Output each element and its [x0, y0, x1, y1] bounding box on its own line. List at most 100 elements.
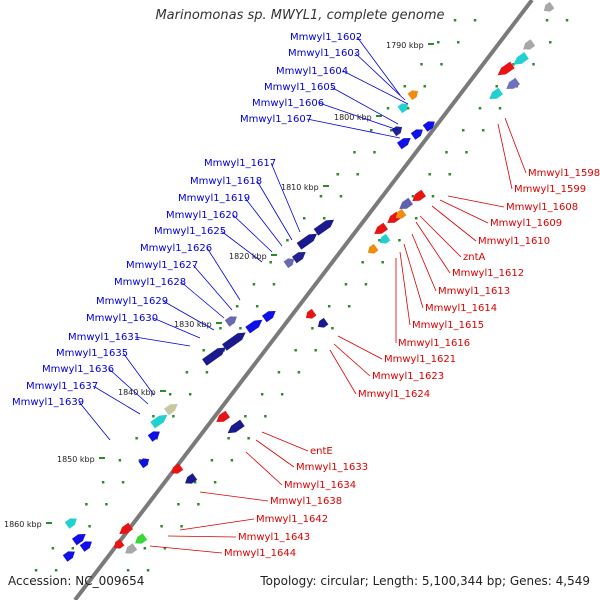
- track-tick: [51, 547, 55, 550]
- forward-gene-leader-line: [152, 317, 201, 339]
- reverse-gene-leader-line: [179, 518, 255, 531]
- forward-gene-label: Mmwyl1_1630: [86, 313, 158, 324]
- reverse-gene-leader-line: [403, 243, 424, 309]
- reverse-gene-arrow: [513, 52, 529, 65]
- forward-gene-arrow: [391, 126, 403, 137]
- track-tick: [414, 217, 418, 220]
- track-tick: [364, 283, 368, 286]
- reverse-gene-leader-line: [497, 123, 513, 190]
- track-tick: [121, 481, 125, 484]
- forward-gene-label: Mmwyl1_1639: [12, 397, 84, 408]
- track-tick: [322, 217, 326, 220]
- reverse-gene-label: Mmwyl1_1610: [478, 236, 550, 247]
- kbp-marker: [428, 43, 434, 45]
- forward-gene-leader-line: [330, 86, 399, 125]
- reverse-gene-arrow: [374, 222, 388, 234]
- forward-gene-label: Mmwyl1_1636: [42, 364, 114, 375]
- track-tick: [423, 85, 426, 88]
- forward-gene-label: Mmwyl1_1617: [204, 158, 276, 169]
- forward-gene-label: Mmwyl1_1635: [56, 348, 128, 359]
- forward-gene-arrow: [62, 551, 75, 562]
- track-tick: [373, 151, 376, 154]
- track-tick: [168, 393, 172, 396]
- track-tick: [230, 459, 234, 462]
- track-tick: [302, 217, 306, 220]
- forward-gene-arrow: [422, 121, 435, 132]
- track-tick: [512, 63, 515, 66]
- track-tick: [280, 393, 284, 396]
- kbp-marker: [376, 115, 382, 117]
- forward-gene-label: Mmwyl1_1618: [190, 176, 262, 187]
- track-tick: [197, 503, 200, 506]
- track-tick: [101, 481, 105, 484]
- track-tick: [85, 503, 88, 506]
- track-tick: [71, 547, 75, 550]
- track-tick: [247, 437, 250, 440]
- forward-gene-label: Mmwyl1_1602: [290, 32, 362, 43]
- backbone-line: [73, 0, 534, 600]
- track-tick: [353, 151, 356, 154]
- forward-gene-arrow: [222, 332, 246, 351]
- reverse-gene-label: Mmwyl1_1642: [256, 514, 328, 525]
- reverse-gene-arrow: [523, 39, 536, 50]
- reverse-gene-label: Mmwyl1_1598: [528, 168, 600, 179]
- forward-gene-leader-line: [307, 118, 401, 139]
- reverse-gene-label: Mmwyl1_1609: [490, 218, 562, 229]
- track-tick: [495, 85, 498, 88]
- track-tick: [440, 63, 443, 66]
- track-tick: [138, 459, 142, 462]
- track-tick: [252, 283, 256, 286]
- reverse-gene-arrow: [119, 522, 133, 534]
- track-tick: [135, 437, 138, 440]
- forward-gene-leader-line: [108, 368, 149, 405]
- reverse-gene-leader-line: [415, 221, 451, 274]
- track-tick: [532, 63, 535, 66]
- track-tick: [235, 305, 239, 308]
- forward-gene-arrow: [296, 233, 317, 250]
- reverse-gene-leader-line: [255, 439, 295, 468]
- forward-gene-arrow: [245, 319, 263, 334]
- reverse-gene-label: Mmwyl1_1624: [358, 389, 430, 400]
- forward-gene-label: Mmwyl1_1607: [240, 114, 312, 125]
- reverse-gene-label: Mmwyl1_1633: [296, 462, 368, 473]
- track-tick: [188, 393, 192, 396]
- kbp-marker: [160, 390, 166, 392]
- reverse-gene-label: Mmwyl1_1615: [412, 320, 484, 331]
- reverse-gene-label: Mmwyl1_1634: [284, 480, 356, 491]
- reverse-gene-leader-line: [167, 535, 237, 538]
- kbp-label: 1800 kbp: [334, 113, 372, 122]
- reverse-gene-arrow: [185, 473, 198, 484]
- reverse-gene-arrow: [395, 208, 407, 219]
- track-tick: [356, 173, 359, 176]
- reverse-gene-arrow: [367, 243, 379, 254]
- reverse-gene-label: Mmwyl1_1614: [425, 303, 497, 314]
- reverse-gene-arrow: [171, 463, 184, 474]
- map-title: Marinomonas sp. MWYL1, complete genome: [155, 8, 445, 23]
- reverse-gene-label: Mmwyl1_1613: [438, 286, 510, 297]
- forward-gene-leader-line: [92, 385, 141, 415]
- track-tick: [381, 261, 384, 264]
- kbp-label: 1810 kbp: [281, 183, 319, 192]
- reverse-gene-label: Mmwyl1_1616: [398, 338, 470, 349]
- forward-gene-leader-line: [354, 52, 406, 101]
- track-tick: [210, 459, 214, 462]
- forward-gene-leader-line: [256, 180, 293, 241]
- track-tick: [311, 327, 314, 330]
- reverse-gene-leader-line: [419, 215, 462, 258]
- track-tick: [437, 41, 440, 44]
- forward-gene-label: Mmwyl1_1625: [154, 226, 226, 237]
- track-tick: [406, 107, 410, 110]
- reverse-gene-leader-line: [399, 251, 411, 326]
- reverse-gene-label: Mmwyl1_1643: [238, 532, 310, 543]
- track-tick: [481, 129, 485, 132]
- reverse-gene-label: Mmwyl1_1644: [224, 548, 296, 559]
- forward-gene-leader-line: [220, 230, 263, 263]
- track-tick: [297, 371, 301, 374]
- forward-gene-label: Mmwyl1_1631: [68, 332, 140, 343]
- track-tick: [369, 129, 373, 132]
- kbp-marker: [46, 522, 52, 524]
- kbp-marker: [323, 185, 329, 187]
- forward-gene-leader-line: [180, 281, 225, 319]
- forward-gene-arrow: [292, 252, 306, 264]
- track-tick: [294, 349, 297, 352]
